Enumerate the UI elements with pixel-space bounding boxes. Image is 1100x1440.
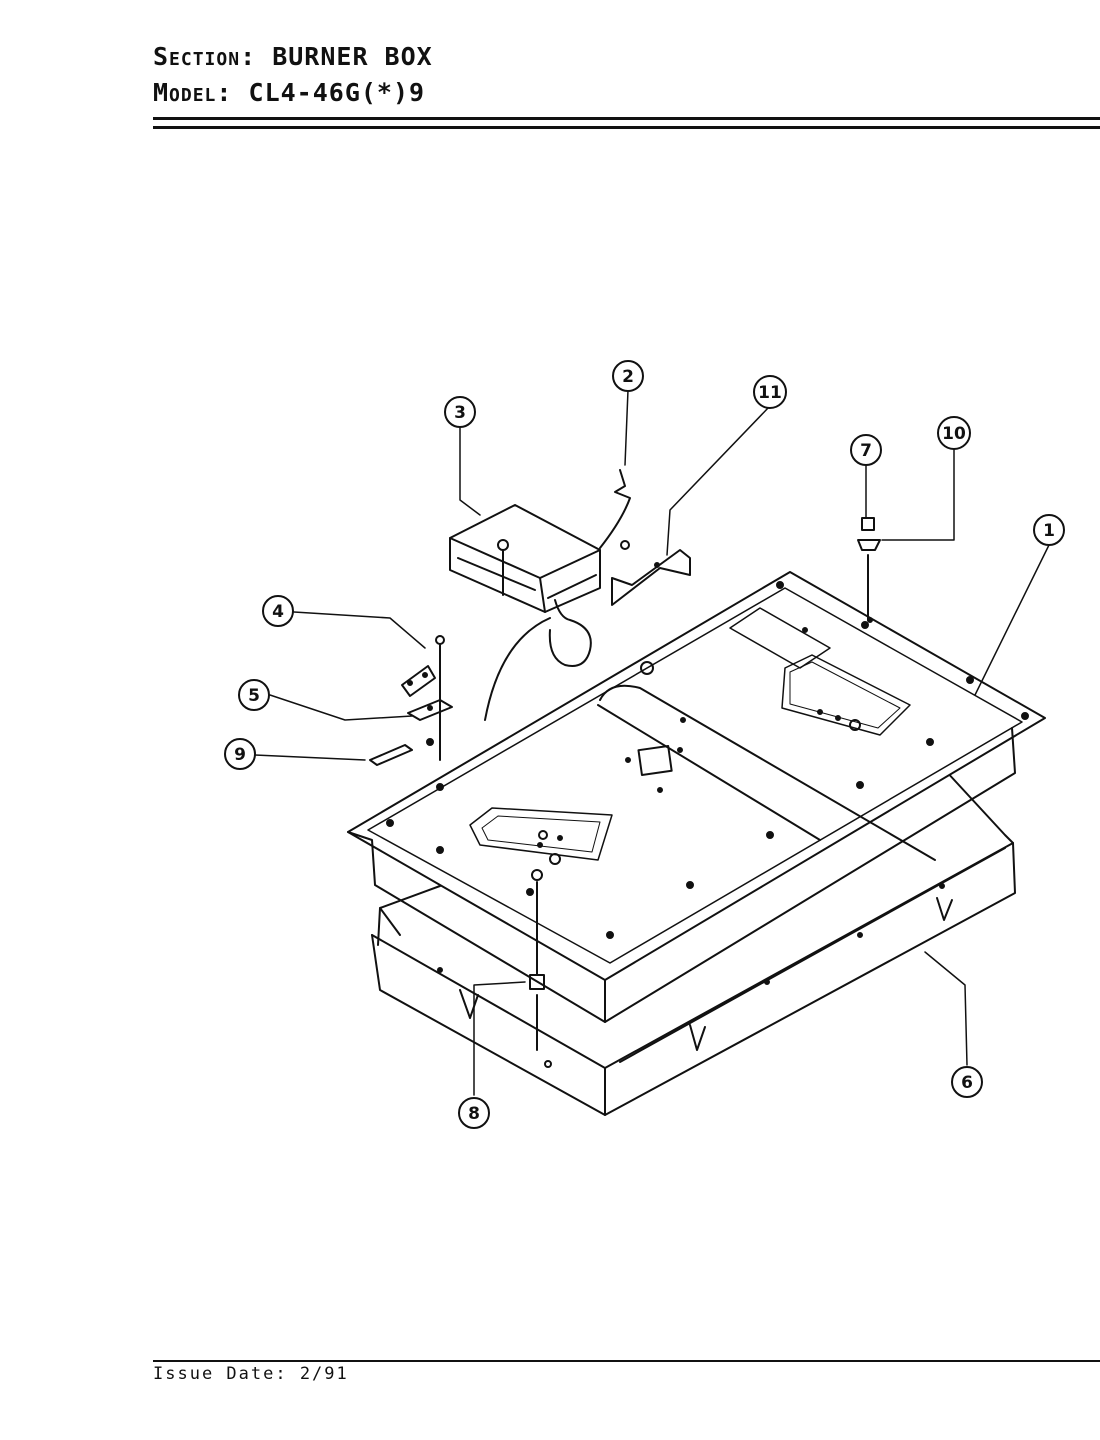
callout-1-label: 1 [1043, 521, 1055, 541]
module-box [449, 504, 601, 721]
callout-8: 8 [458, 1097, 490, 1129]
callout-10: 10 [937, 416, 971, 450]
callout-1: 1 [1033, 514, 1065, 546]
callout-6-label: 6 [961, 1073, 973, 1093]
callout-10-label: 10 [942, 424, 966, 444]
callout-7-label: 7 [860, 441, 872, 461]
section-value: BURNER BOX [272, 42, 433, 71]
callout-11-label: 11 [758, 383, 782, 403]
callout-5-label: 5 [248, 686, 260, 706]
callout-11: 11 [753, 375, 787, 409]
header-rule-lower [153, 126, 1100, 129]
issue-date: Issue Date: 2/91 [153, 1364, 349, 1384]
section-label: Section: [153, 42, 257, 71]
callout-7: 7 [850, 434, 882, 466]
callout-9: 9 [224, 738, 256, 770]
callout-5: 5 [238, 679, 270, 711]
callout-6: 6 [951, 1066, 983, 1098]
callout-2-label: 2 [622, 367, 634, 387]
header-rule-upper [153, 117, 1100, 120]
center-hardware [529, 869, 545, 1051]
callout-3-label: 3 [454, 403, 466, 423]
callout-9-label: 9 [234, 745, 246, 765]
callout-2: 2 [612, 360, 644, 392]
right-hardware [857, 517, 881, 621]
leader-lines [254, 389, 1050, 1096]
callout-3: 3 [444, 396, 476, 428]
callout-4: 4 [262, 595, 294, 627]
model-label: Model: [153, 78, 233, 107]
callout-4-label: 4 [272, 602, 284, 622]
model-value: CL4-46G(*)9 [248, 78, 426, 107]
wire-terminal [599, 469, 631, 550]
model-heading: Model: CL4-46G(*)9 [153, 78, 425, 107]
burner-box-top [347, 571, 1046, 1023]
burner-box-base [371, 769, 1016, 1116]
footer-rule [153, 1360, 1100, 1362]
left-hardware [369, 635, 453, 766]
bracket [611, 549, 691, 606]
callout-8-label: 8 [468, 1104, 480, 1124]
section-heading: Section: BURNER BOX [153, 42, 433, 71]
